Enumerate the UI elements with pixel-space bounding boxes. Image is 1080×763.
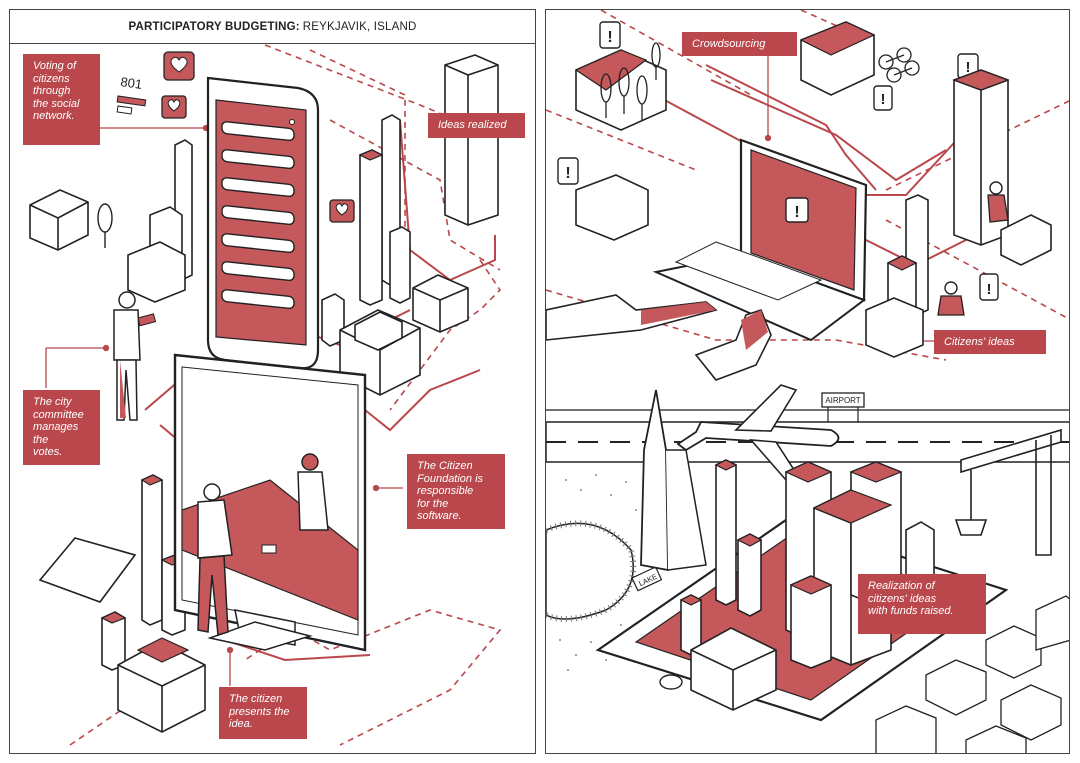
city-rooftops <box>679 459 903 606</box>
person-committee <box>113 291 157 421</box>
callout-crowdsourcing: Crowdsourcing <box>682 32 797 56</box>
alert-icon: ! <box>873 85 893 111</box>
callout-citizen-presents: The citizen presents the idea. <box>219 687 307 739</box>
hands-highlight <box>641 302 768 350</box>
crane <box>954 428 1062 556</box>
svg-text:!: ! <box>565 165 570 182</box>
lake-sign: LAKE <box>631 566 663 592</box>
person-foundation <box>297 453 329 531</box>
chat-bubbles <box>221 121 295 310</box>
callout-ideas-realized: Ideas realized <box>428 113 525 138</box>
page-title: PARTICIPATORY BUDGETING: REYKJAVIK, ISLA… <box>10 10 535 44</box>
svg-text:!: ! <box>881 91 886 108</box>
callout-voting: Voting of citizens through the social ne… <box>23 54 100 145</box>
airport-sign: AIRPORT <box>821 392 865 422</box>
smartphone <box>206 76 320 370</box>
hallgrimskirkja-tower <box>640 389 707 572</box>
bicycles <box>878 47 920 83</box>
right-illustration: ! ! ! ! ! ! <box>546 10 1069 753</box>
callout-citizens-ideas: Citizens' ideas <box>934 330 1046 354</box>
svg-text:AIRPORT: AIRPORT <box>825 396 861 405</box>
vote-bar <box>116 95 147 107</box>
callout-city-committee: The city committee manages the votes. <box>23 390 100 465</box>
airplane <box>676 384 840 481</box>
callout-realization: Realization of citizens' ideas with fund… <box>858 574 986 634</box>
svg-text:!: ! <box>966 59 971 76</box>
vote-counter: 801 <box>120 74 144 92</box>
lake <box>546 520 637 622</box>
heart-icon <box>163 51 195 81</box>
vote-bar <box>116 105 133 115</box>
residential-houses <box>875 595 1069 753</box>
person-meditating <box>937 281 965 316</box>
callout-citizen-foundation: The Citizen Foundation is responsible fo… <box>407 454 505 529</box>
heart-icon <box>329 199 355 223</box>
alert-icon: ! <box>785 197 809 223</box>
svg-text:!: ! <box>794 204 799 221</box>
red-rooftops <box>100 149 384 663</box>
alert-icon: ! <box>557 157 579 185</box>
left-panel: PARTICIPATORY BUDGETING: REYKJAVIK, ISLA… <box>9 9 536 754</box>
title-bold: PARTICIPATORY BUDGETING: <box>128 20 300 33</box>
person-citizen <box>197 483 277 636</box>
svg-text:!: ! <box>987 281 992 298</box>
right-panel: ! ! ! ! ! ! <box>545 9 1070 754</box>
title-location: REYKJAVIK, ISLAND <box>302 20 417 33</box>
alert-icon: ! <box>979 273 999 301</box>
red-rooftops <box>574 21 1010 271</box>
left-illustration: 801 <box>29 44 502 746</box>
trees <box>600 42 661 120</box>
svg-text:!: ! <box>607 29 612 46</box>
heart-icon <box>161 95 187 119</box>
stippled-ground <box>559 474 637 671</box>
person-sitting <box>987 181 1009 223</box>
tree <box>97 203 113 248</box>
alert-icon: ! <box>599 21 621 49</box>
